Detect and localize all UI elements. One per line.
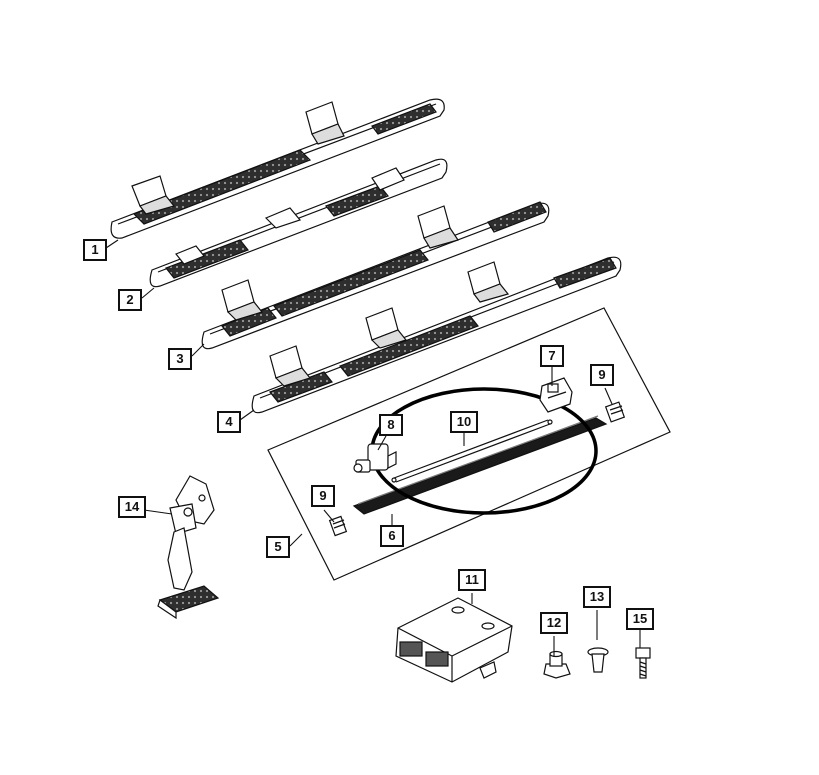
callout-4: 4 (217, 411, 241, 433)
nut-12 (543, 650, 571, 679)
callout-1: 1 (83, 239, 107, 261)
push-pin-13 (587, 647, 609, 673)
bracket-7 (539, 377, 573, 413)
callout-15: 15 (626, 608, 654, 630)
callout-9-upper: 9 (590, 364, 614, 386)
kit-5-frame (267, 307, 671, 581)
motor-8 (353, 443, 397, 473)
callout-5: 5 (266, 536, 290, 558)
module-11 (395, 597, 513, 683)
callout-14: 14 (118, 496, 146, 518)
callout-9-lower: 9 (311, 485, 335, 507)
side-step-14 (157, 475, 220, 620)
leader-lines (105, 239, 641, 656)
callout-10: 10 (450, 411, 478, 433)
highlight-ellipse (370, 387, 598, 515)
callout-3: 3 (168, 348, 192, 370)
bolt-15 (635, 647, 651, 679)
clip-9-upper (604, 401, 626, 423)
callout-6: 6 (380, 525, 404, 547)
callout-2: 2 (118, 289, 142, 311)
running-board-4 (251, 256, 622, 414)
running-board-2 (149, 158, 448, 288)
wire-harness-10 (391, 419, 553, 483)
callout-8: 8 (379, 414, 403, 436)
callout-11: 11 (458, 569, 486, 591)
running-board-1 (110, 98, 445, 239)
running-board-3 (201, 201, 550, 350)
callout-13: 13 (583, 586, 611, 608)
callout-12: 12 (540, 612, 568, 634)
callout-7: 7 (540, 345, 564, 367)
